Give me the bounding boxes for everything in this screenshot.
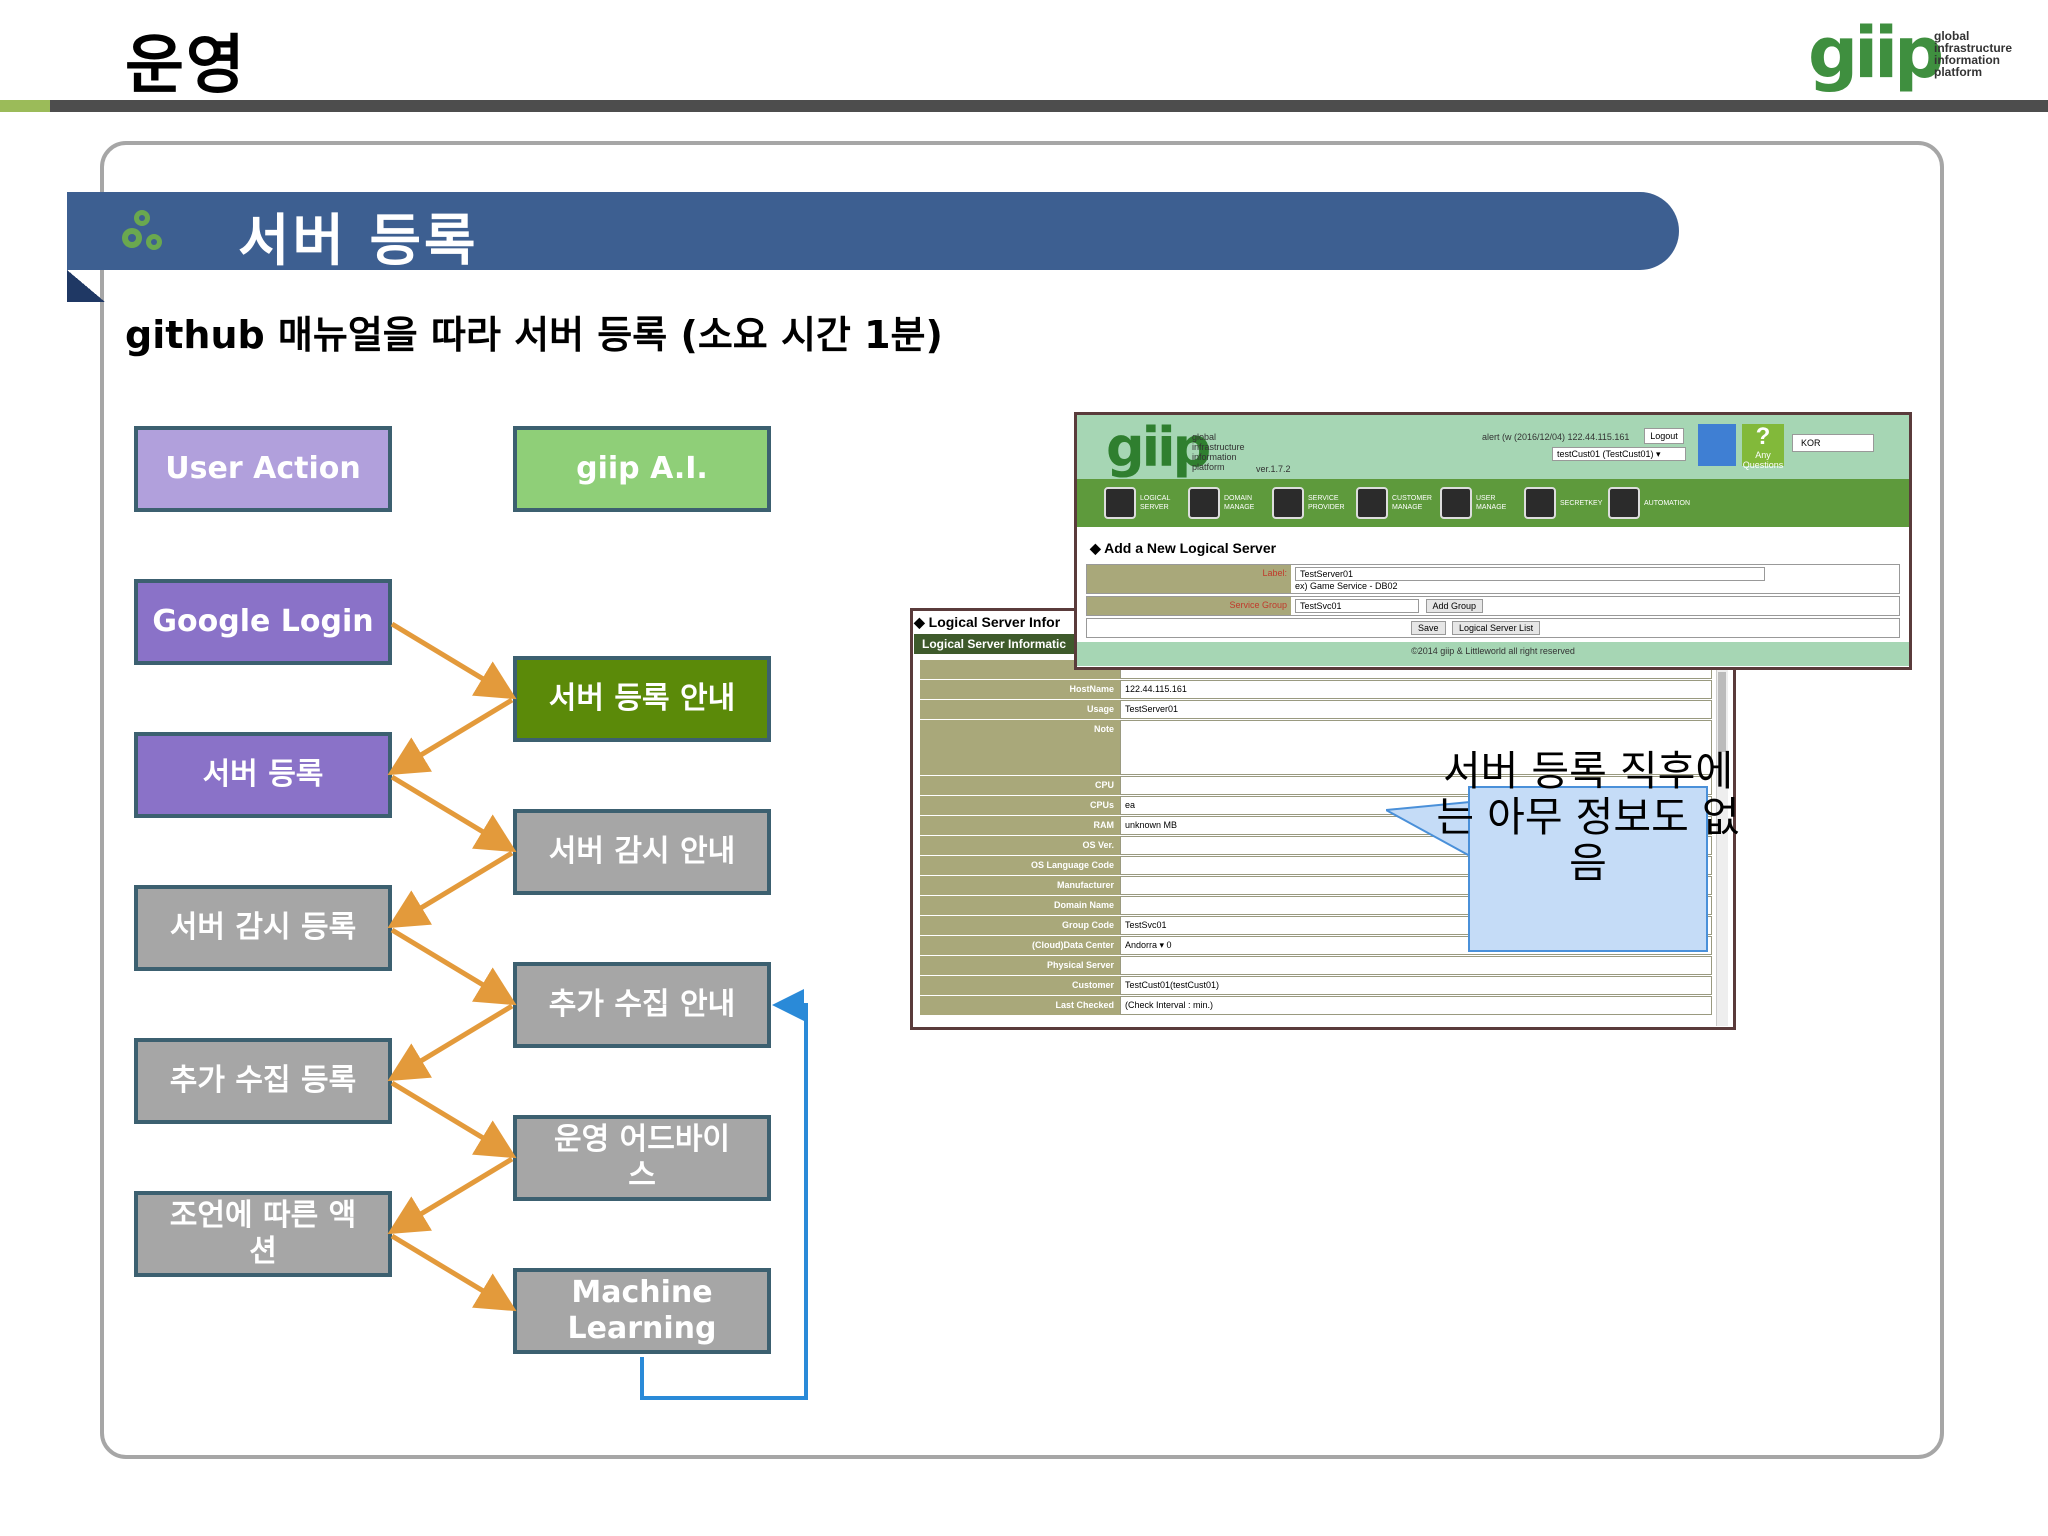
flow-step-server-register-guide: 서버 등록 안내 bbox=[513, 656, 771, 742]
section-banner bbox=[67, 192, 1679, 270]
nav-secretkey[interactable]: SECRETKEY bbox=[1524, 486, 1602, 520]
add-group-button[interactable]: Add Group bbox=[1425, 599, 1484, 613]
info-row-value[interactable] bbox=[1120, 720, 1712, 775]
app-logo: giip bbox=[1106, 416, 1211, 479]
logout-button[interactable]: Logout bbox=[1644, 428, 1684, 444]
info-row-label: Last Checked bbox=[920, 996, 1120, 1015]
building-icon bbox=[1272, 487, 1304, 519]
info-bar: Logical Server Informatic bbox=[914, 634, 1074, 654]
header-rule bbox=[0, 100, 2048, 112]
info-title: ◆ Logical Server Infor bbox=[914, 614, 1061, 630]
flow-step-ops-advice: 운영 어드바이스 bbox=[513, 1115, 771, 1201]
flow-step-collect-register: 추가 수집 등록 bbox=[134, 1038, 392, 1124]
banner-fold bbox=[67, 270, 105, 302]
header-rule-accent bbox=[0, 100, 50, 112]
info-row-value[interactable] bbox=[1120, 956, 1712, 975]
giip-ai-header: giip A.I. bbox=[513, 426, 771, 512]
callout-text: 서버 등록 직후에는 아무 정보도 없음 bbox=[1436, 747, 1740, 887]
add-server-title: ◆ Add a New Logical Server bbox=[1090, 540, 1277, 556]
app-version: ver.1.7.2 bbox=[1256, 464, 1291, 474]
flow-step-machine-learning: Machine Learning bbox=[513, 1268, 771, 1354]
question-icon: ? bbox=[1755, 423, 1771, 450]
lock-icon bbox=[1524, 487, 1556, 519]
avatar-icon[interactable] bbox=[1698, 424, 1736, 466]
info-row: Last Checked(Check Interval : min.) bbox=[920, 996, 1712, 1016]
info-row-label bbox=[920, 660, 1120, 679]
info-scrollbar-thumb[interactable] bbox=[1718, 672, 1726, 752]
language-select[interactable]: KOR bbox=[1792, 434, 1874, 452]
info-row-label: HostName bbox=[920, 680, 1120, 699]
user-select[interactable]: testCust01 (TestCust01) ▾ bbox=[1552, 447, 1686, 461]
subtitle: github 매뉴얼을 따라 서버 등록 (소요 시간 1분) bbox=[125, 313, 943, 357]
flow-step-collect-guide: 추가 수집 안내 bbox=[513, 962, 771, 1048]
form-row-actions: Save Logical Server List bbox=[1086, 618, 1900, 638]
info-row-label: Domain Name bbox=[920, 896, 1120, 915]
label-input[interactable]: TestServer01 bbox=[1295, 567, 1765, 581]
gear-icon bbox=[122, 210, 162, 250]
flow-step-advice-action: 조언에 따른 액션 bbox=[134, 1191, 392, 1277]
info-row: Note bbox=[920, 720, 1712, 776]
help-button[interactable]: ?Any Questions bbox=[1742, 423, 1784, 470]
info-row-label: (Cloud)Data Center bbox=[920, 936, 1120, 955]
page-title: 운영 bbox=[125, 29, 247, 103]
flow-step-monitor-guide: 서버 감시 안내 bbox=[513, 809, 771, 895]
flow-step-google-login: Google Login bbox=[134, 579, 392, 665]
alert-text: alert (w (2016/12/04) 122.44.115.161 bbox=[1482, 432, 1630, 442]
content-frame bbox=[100, 141, 1944, 1459]
nav-automation[interactable]: AUTOMATION bbox=[1608, 486, 1690, 520]
section-title: 서버 등록 bbox=[238, 209, 479, 274]
info-row-label: OS Language Code bbox=[920, 856, 1120, 875]
info-row: Physical Server bbox=[920, 956, 1712, 976]
info-row-label: Manufacturer bbox=[920, 876, 1120, 895]
www-icon bbox=[1188, 487, 1220, 519]
info-row-label: OS Ver. bbox=[920, 836, 1120, 855]
logo-wordmark: giip bbox=[1808, 12, 1944, 94]
info-row-label: Group Code bbox=[920, 916, 1120, 935]
nav-customer-manage[interactable]: CUSTOMER MANAGE bbox=[1356, 486, 1432, 520]
globe-icon bbox=[1356, 487, 1388, 519]
info-row-label: CPUs bbox=[920, 796, 1120, 815]
nav-service-provider[interactable]: SERVICE PROVIDER bbox=[1272, 486, 1346, 520]
user-icon bbox=[1440, 487, 1472, 519]
logo-tagline: global infrastructure information platfo… bbox=[1934, 29, 2013, 79]
server-icon bbox=[1104, 487, 1136, 519]
app-logo-tagline: global infrastructure information platfo… bbox=[1192, 432, 1245, 472]
nav-domain-manage[interactable]: DOMAIN MANAGE bbox=[1188, 486, 1262, 520]
flow-step-server-register: 서버 등록 bbox=[134, 732, 392, 818]
info-row-value[interactable]: (Check Interval : min.) bbox=[1120, 996, 1712, 1015]
info-row-label: RAM bbox=[920, 816, 1120, 835]
info-row-label: Note bbox=[920, 720, 1120, 775]
label-hint: ex) Game Service - DB02 bbox=[1295, 581, 1398, 591]
info-row-value[interactable]: TestCust01(testCust01) bbox=[1120, 976, 1712, 995]
logical-server-list-button[interactable]: Logical Server List bbox=[1452, 621, 1541, 635]
save-button[interactable]: Save bbox=[1411, 621, 1446, 635]
copyright: ©2014 giip & Littleworld all right reser… bbox=[1077, 642, 1909, 666]
info-row-label: Physical Server bbox=[920, 956, 1120, 975]
user-action-header: User Action bbox=[134, 426, 392, 512]
flow-step-monitor-register: 서버 감시 등록 bbox=[134, 885, 392, 971]
info-row-value[interactable]: 122.44.115.161 bbox=[1120, 680, 1712, 699]
info-row-value[interactable]: TestServer01 bbox=[1120, 700, 1712, 719]
group-field-label: Service Group bbox=[1087, 597, 1291, 615]
info-row-label: Usage bbox=[920, 700, 1120, 719]
nav-logical-server[interactable]: LOGICAL SERVER bbox=[1104, 486, 1178, 520]
form-row-group: Service Group TestSvc01 Add Group bbox=[1086, 596, 1900, 616]
gears-icon bbox=[1608, 487, 1640, 519]
info-row-label: Customer bbox=[920, 976, 1120, 995]
label-field-label: Label: bbox=[1087, 565, 1291, 593]
form-row-label: Label: TestServer01 ex) Game Service - D… bbox=[1086, 564, 1900, 594]
callout-box bbox=[1468, 786, 1708, 952]
info-row-label: CPU bbox=[920, 776, 1120, 795]
giip-logo: giip global infrastructure information p… bbox=[1808, 18, 2018, 88]
nav-user-manage[interactable]: USER MANAGE bbox=[1440, 486, 1514, 520]
service-group-select[interactable]: TestSvc01 bbox=[1295, 599, 1419, 613]
